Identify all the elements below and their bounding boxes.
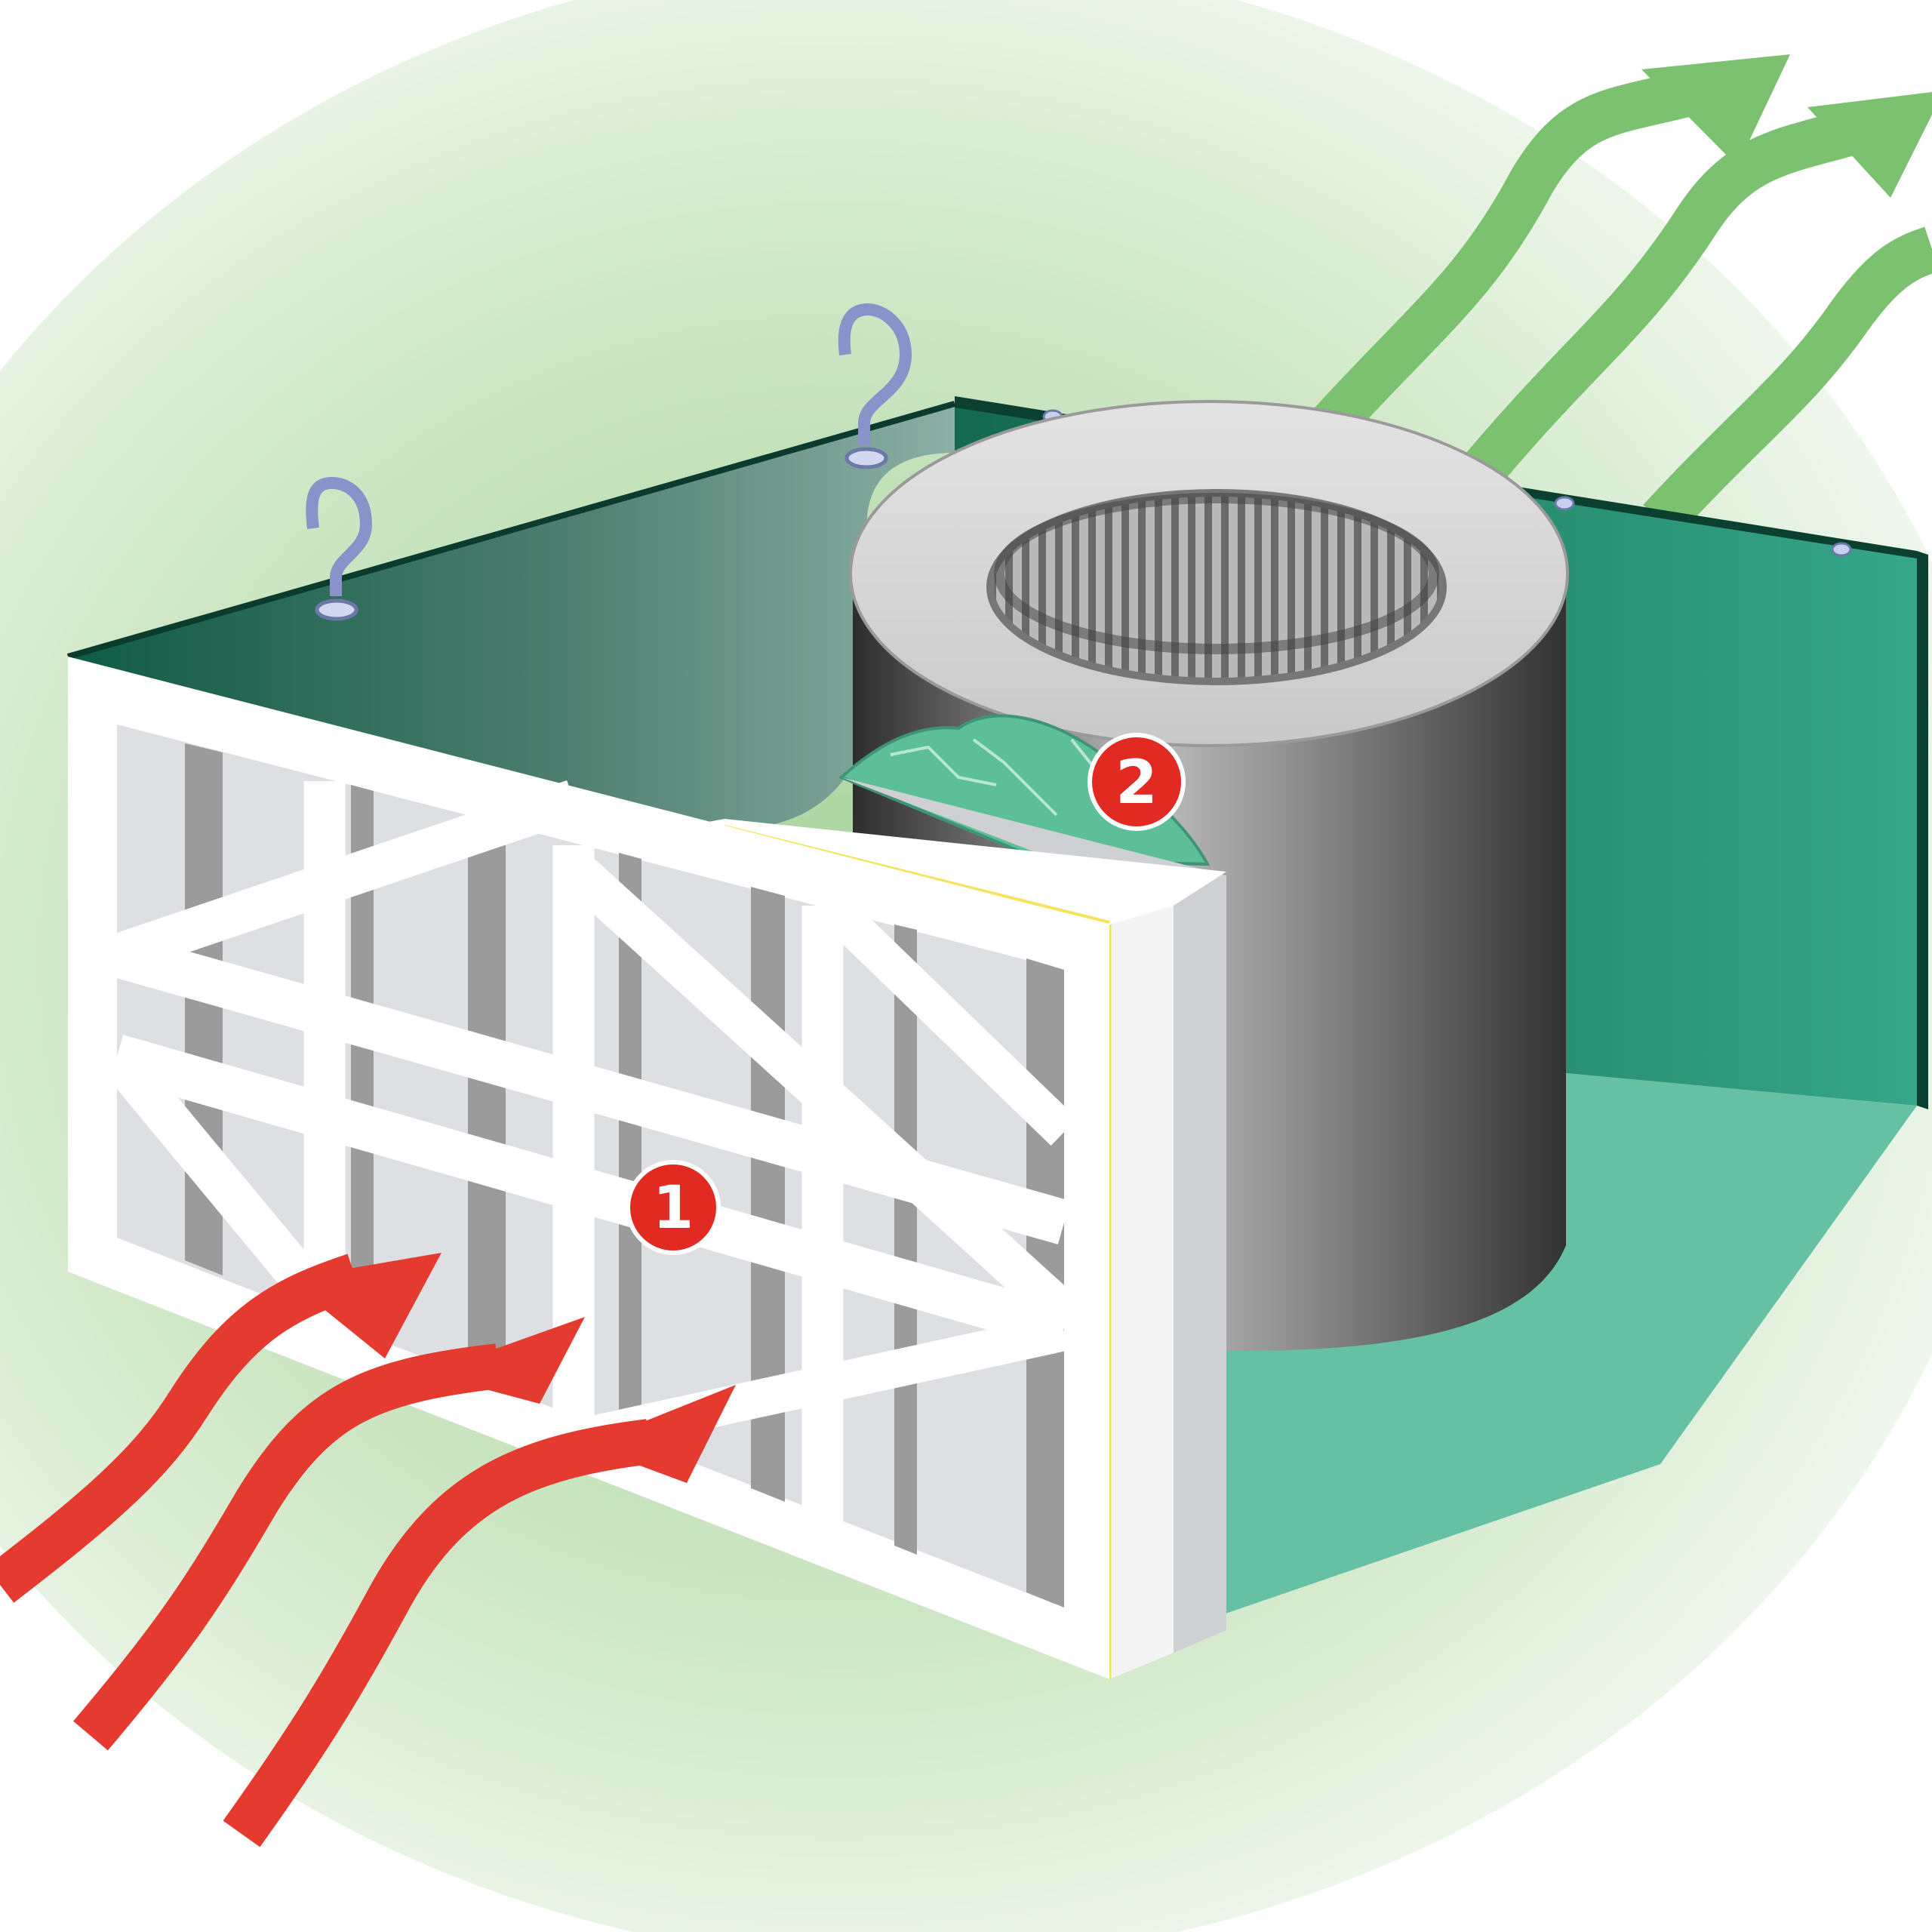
grid-bar	[824, 900, 1078, 1146]
carbon-line	[890, 745, 997, 786]
rivet	[1831, 542, 1852, 557]
pleat-shadow	[351, 785, 374, 1336]
pleat-shadow	[894, 924, 917, 1555]
intake-arrow-icon	[223, 1419, 652, 1847]
eye-hook-left	[306, 476, 373, 621]
marker-1-label: 1	[653, 1174, 694, 1242]
exhaust-arrow-icon	[1643, 226, 1932, 537]
intake-arrow-icon	[0, 1254, 362, 1603]
intake-arrows	[0, 1254, 652, 1847]
hook-base	[315, 598, 358, 621]
exhaust-arrowheads	[1641, 54, 1932, 198]
cylinder-opening-shadow	[994, 493, 1439, 654]
marker-2: 2	[1088, 733, 1186, 831]
exhaust-arrowhead	[1641, 54, 1790, 166]
marker-1: 1	[626, 1160, 721, 1255]
exhaust-arrows	[1287, 68, 1932, 537]
exhaust-arrow-icon	[1287, 68, 1705, 469]
exhaust-arrow-icon	[1454, 106, 1871, 498]
intake-arrowhead	[585, 1385, 736, 1483]
pleat-shadow	[619, 853, 641, 1445]
intake-arrowhead	[287, 1253, 441, 1358]
pleated-prefilter	[68, 657, 1109, 1679]
intake-arrowheads	[287, 1253, 736, 1483]
rivet	[1554, 496, 1575, 511]
housing-top-edge	[66, 401, 956, 660]
hook-base	[844, 447, 888, 469]
exhaust-arrowhead	[1807, 92, 1932, 198]
eye-hook-icon	[306, 476, 373, 596]
marker-2-badge	[1088, 733, 1186, 831]
carbon-line	[972, 738, 1058, 817]
eye-hook-right	[838, 303, 912, 469]
marker-1-badge	[626, 1160, 721, 1255]
filter-side-grey	[841, 777, 1226, 1653]
intake-arrow-icon	[73, 1343, 501, 1751]
eye-hook-icon	[838, 303, 912, 445]
housing-top-panel	[68, 404, 955, 830]
marker-2-label: 2	[1115, 747, 1158, 817]
pleat-shadow	[468, 815, 506, 1389]
intake-arrowhead	[426, 1317, 585, 1404]
